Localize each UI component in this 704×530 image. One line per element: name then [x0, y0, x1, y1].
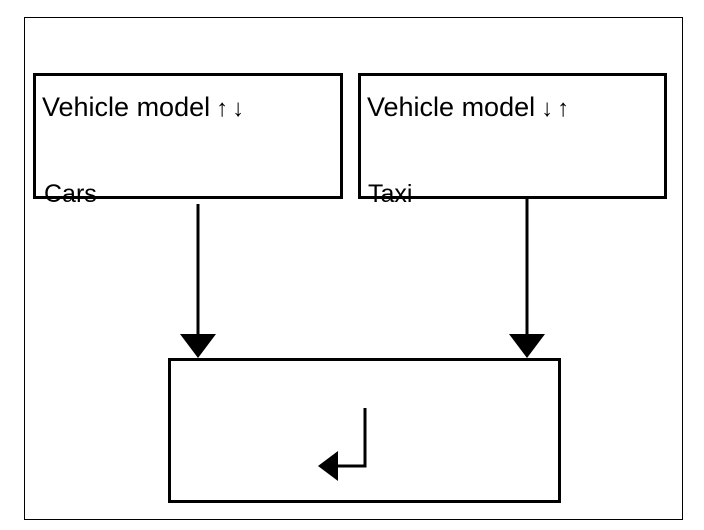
node-taxi — [358, 73, 667, 199]
node-taxi-caption: Taxi — [368, 180, 413, 208]
sort-arrows-icon: ↑↓ — [216, 95, 249, 122]
node-cars — [33, 73, 343, 199]
node-taxi-title: Vehicle model — [367, 92, 536, 122]
node-cars-caption: Cars — [44, 180, 97, 208]
node-cars-title-group: Vehicle model↑↓ — [42, 94, 248, 121]
sort-arrows-icon: ↓↑ — [541, 95, 574, 122]
node-target — [168, 358, 561, 503]
node-taxi-title-group: Vehicle model↓↑ — [367, 94, 573, 121]
diagram-frame — [24, 17, 683, 520]
node-cars-title: Vehicle model — [42, 92, 211, 122]
